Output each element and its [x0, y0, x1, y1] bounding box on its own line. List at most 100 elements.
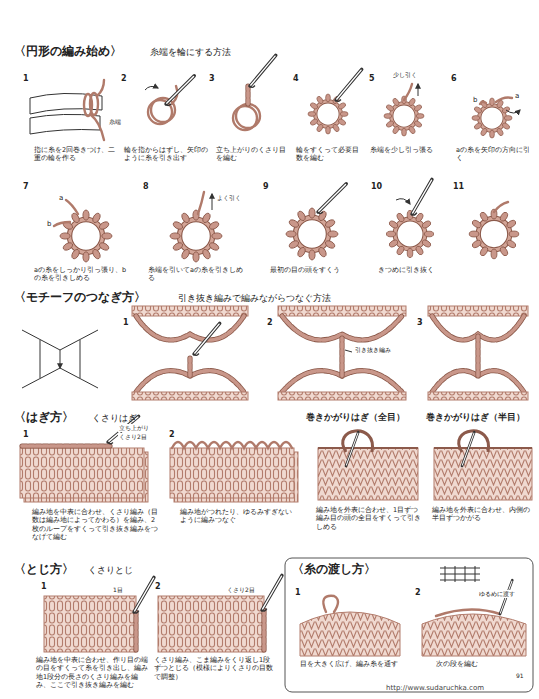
illustration-part [345, 350, 352, 352]
illustration-part [60, 210, 112, 262]
caption: 編み地を外表に合わせ、1目ずつ編み目の頭の全目をすくって引きしめる [316, 506, 422, 531]
illustration-part [212, 194, 213, 210]
figure-10 [386, 179, 435, 257]
section-subtitle: 巻きかがりはぎ（半目） [426, 412, 525, 423]
illustration-part [300, 612, 400, 656]
illustration-part [318, 448, 418, 500]
section-subtitle: 巻きかがりはぎ（全目） [306, 412, 405, 423]
figure-5 [384, 84, 424, 136]
illustration-part [44, 596, 136, 652]
illustration-part [496, 98, 512, 103]
step-number: 2 [154, 582, 162, 592]
illustration-part [286, 208, 338, 260]
chain-seam-2 [170, 442, 298, 502]
section-subtitle: くさりはぎ [92, 413, 137, 424]
illustration-part [187, 358, 192, 376]
section-heading: 〈とじ方〉 [14, 562, 74, 578]
illustration-part [30, 114, 100, 134]
part-label: a [58, 194, 64, 203]
illustration-part [475, 334, 480, 376]
illustration-part [412, 179, 435, 216]
illustration-part [476, 334, 480, 376]
illustration-part [166, 76, 197, 107]
whip-seam-full [318, 431, 418, 500]
illustration-part [436, 609, 500, 616]
part-label: b [472, 96, 478, 105]
illustration-part [97, 80, 104, 96]
illustration-part [54, 222, 70, 226]
part-label: くさり2目 [226, 586, 256, 594]
caption: 輪をすくって必要目数を編む [296, 146, 362, 163]
caption: 次の段を編む [436, 660, 526, 668]
illustration-part [384, 96, 424, 136]
illustration-part [418, 84, 419, 96]
step-number: 6 [450, 74, 458, 84]
illustration-part [20, 448, 144, 498]
motif-symbol [22, 330, 98, 388]
carry-yarn-panel [285, 558, 533, 692]
illustration-part [323, 596, 338, 612]
illustration-part [422, 614, 526, 656]
illustration-part [151, 98, 175, 122]
illustration-part [262, 610, 266, 650]
step-number: 1 [22, 74, 30, 84]
illustration-part [60, 350, 61, 368]
illustration-part [188, 358, 192, 376]
illustration-part [494, 202, 508, 212]
illustration-part [145, 86, 158, 90]
step-number: 5 [368, 74, 376, 84]
motif-join-1 [132, 306, 248, 400]
illustration-part [245, 86, 250, 104]
figure-8 [170, 192, 222, 262]
section-subtitle: 引き抜き編みで編みながらつなぐ方法 [178, 293, 331, 304]
illustration-part [339, 338, 344, 376]
step-number: 2 [168, 430, 176, 440]
figure-6 [472, 98, 520, 139]
illustration-part [134, 612, 138, 650]
illustration-part [440, 568, 480, 580]
figure-9 [286, 184, 349, 260]
illustration-part [66, 200, 78, 214]
figure-3 [233, 55, 278, 130]
illustration-part [80, 340, 81, 378]
illustration-part [278, 392, 406, 400]
caption: 編み地がつれたり、ゆるみすぎないように編みつなぐ [180, 508, 296, 525]
part-label: ゆるめに渡す [478, 590, 516, 598]
part-label: 1目 [112, 586, 124, 594]
section-heading: 〈モチーフのつなぎ方〉 [14, 290, 146, 306]
step-number: 10 [370, 182, 383, 192]
section-heading: 〈はぎ方〉 [14, 410, 74, 426]
section-heading: 〈円形の編み始め〉 [14, 44, 122, 60]
illustration-part [22, 443, 110, 448]
step-number: 1 [40, 582, 48, 592]
step-number: 1 [294, 588, 302, 598]
watermark: http://www.sudaruchka.com [386, 684, 484, 693]
illustration-part [318, 184, 349, 215]
caption: くさり編み、こま編みをくり返し1段ずつとじる（模様によりくさりの目数で調整） [154, 656, 276, 681]
illustration-part [428, 306, 528, 316]
illustration-part [434, 448, 532, 500]
illustration-part [278, 306, 406, 316]
illustration-part [246, 86, 250, 104]
section-subtitle: 糸端を輪にする方法 [150, 47, 231, 58]
part-label: a [514, 92, 520, 101]
illustration-part [386, 210, 433, 257]
caption: 編み地を中表に合わせ、作り目の端の目をすくって糸を引き出し、編み地1段分の長さの… [36, 656, 150, 690]
part-label: 立ち上がり [118, 424, 150, 432]
page-number: 91 [516, 672, 524, 680]
caption: 糸端を少し引っ張る [370, 146, 444, 154]
illustration-part [469, 209, 519, 259]
illustration-part [194, 323, 223, 356]
illustration-part [346, 432, 358, 466]
illustration-part [396, 199, 410, 204]
figure-7 [54, 200, 112, 262]
chain-join-1 [44, 577, 157, 652]
figure-1 [30, 80, 104, 140]
illustration-part [261, 610, 266, 650]
illustration-part [136, 316, 244, 340]
step-number: 2 [414, 588, 422, 598]
figure-2 [145, 76, 197, 124]
step-number: 7 [22, 182, 30, 192]
motif-join-2 [278, 306, 406, 400]
illustration-part [170, 448, 294, 498]
